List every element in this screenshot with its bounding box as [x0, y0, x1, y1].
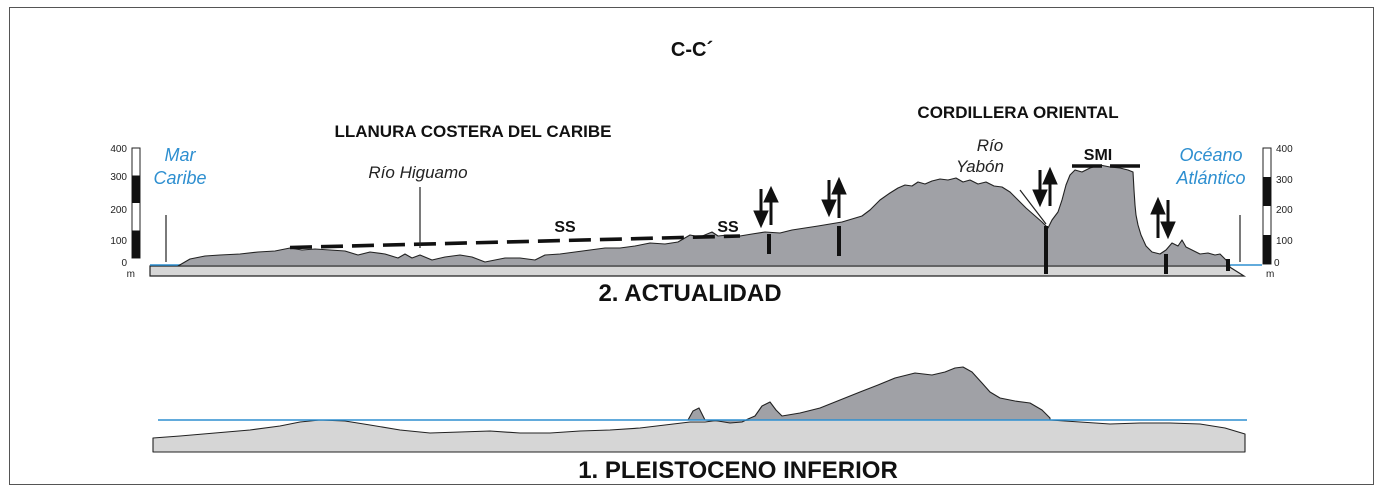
left-tick-100: 100: [110, 236, 127, 247]
caption-pleistoceno-inferior: 1. PLEISTOCENO INFERIOR: [578, 457, 898, 484]
label-ss-2: SS: [717, 219, 739, 236]
caption-actualidad: 2. ACTUALIDAD: [598, 280, 781, 307]
figure-frame: [9, 7, 1374, 485]
left-elevation-scale: 400 300 200 100 0 m: [110, 144, 141, 280]
right-tick-0: 0: [1274, 258, 1280, 269]
label-smi: SMI: [1084, 147, 1112, 164]
right-scale-unit: m: [1266, 269, 1274, 280]
label-rio-yabon-line1: Río: [977, 136, 1003, 155]
fault-line-4: [1164, 254, 1168, 274]
rio-yabon-leader: [1019, 189, 1047, 225]
label-rio-yabon-line2: Yabón: [956, 157, 1004, 176]
right-tick-200: 200: [1276, 205, 1293, 216]
fault-arrows-3: [1032, 166, 1058, 208]
region-coastal-plain: LLANURA COSTERA DEL CARIBE: [334, 122, 611, 141]
left-tick-400: 400: [110, 144, 127, 155]
present-terrain-profile: [177, 164, 1231, 267]
fault-arrows-2: [821, 176, 847, 218]
right-elevation-scale: 400 300 200 100 0 m: [1262, 144, 1293, 280]
label-mar: Mar: [165, 145, 197, 165]
region-cordillera-oriental: CORDILLERA ORIENTAL: [917, 103, 1118, 122]
right-tick-100: 100: [1276, 236, 1293, 247]
fault-line-5: [1226, 259, 1230, 271]
fault-arrows-1: [753, 185, 779, 229]
label-rio-higuamo: Río Higuamo: [368, 163, 467, 182]
right-tick-300: 300: [1276, 175, 1293, 186]
ss-dashed-surface: [289, 234, 741, 250]
label-caribe: Caribe: [153, 168, 206, 188]
left-tick-0: 0: [121, 258, 127, 269]
label-oceano: Océano: [1179, 145, 1242, 165]
left-tick-200: 200: [110, 205, 127, 216]
pleistocene-base-profile: [152, 418, 1246, 453]
label-ss-1: SS: [554, 219, 576, 236]
left-tick-300: 300: [110, 172, 127, 183]
right-tick-400: 400: [1276, 144, 1293, 155]
left-scale-unit: m: [127, 269, 135, 280]
present-base-platform: [149, 265, 1247, 277]
label-atlantico: Atlántico: [1175, 168, 1245, 188]
fault-line-1: [767, 234, 771, 254]
fault-line-2: [837, 226, 841, 256]
fault-arrows-4: [1150, 196, 1176, 240]
pleistocene-highland-profile: [687, 366, 1051, 424]
section-title: C-C´: [671, 39, 713, 61]
fault-line-3: [1044, 226, 1048, 274]
